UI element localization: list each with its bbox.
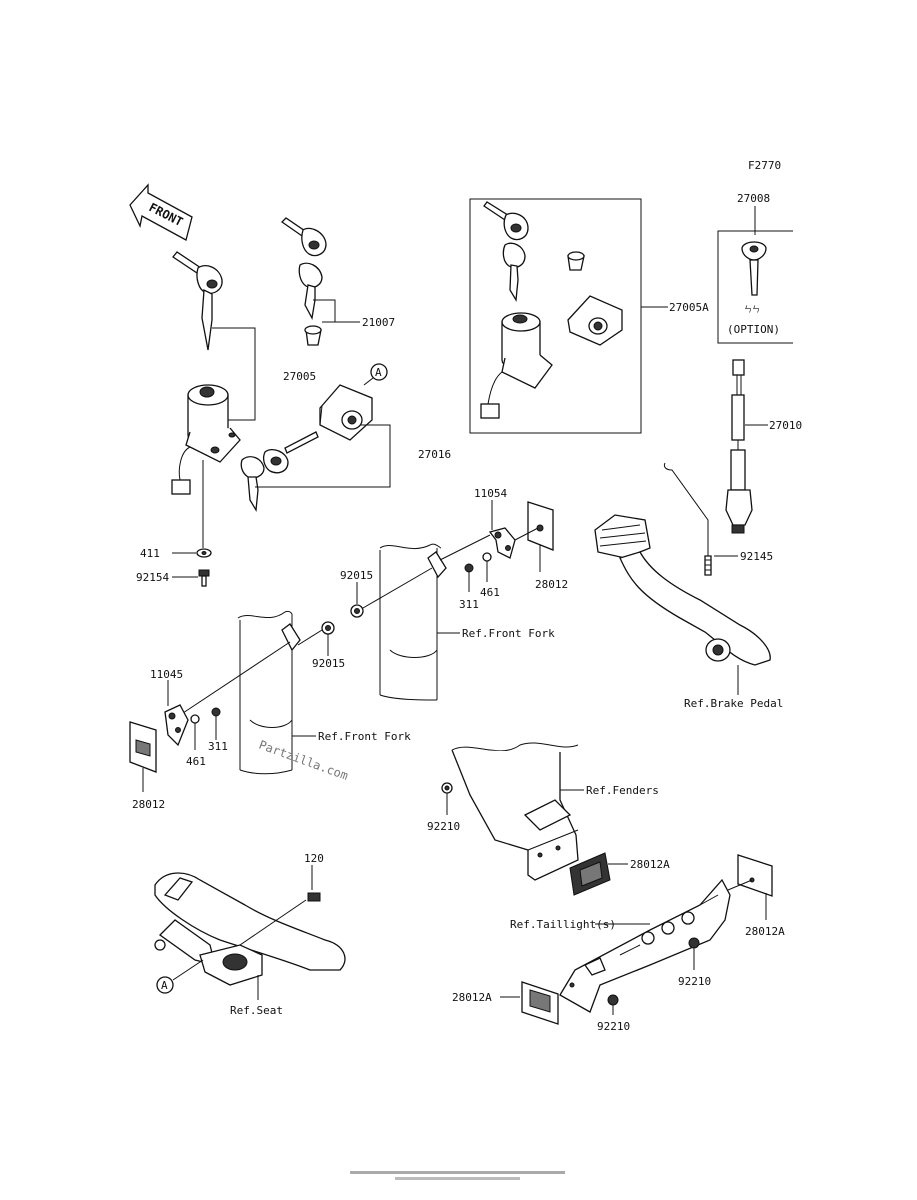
part-27016: 27016 — [418, 448, 451, 461]
stop-switch-icon — [725, 359, 753, 534]
seat-lock-icon — [319, 384, 373, 441]
key-blank-icon — [280, 217, 327, 320]
footer-copyright — [350, 1171, 565, 1180]
kit-cylinder-icon — [567, 251, 585, 271]
part-92145: 92145 — [740, 550, 773, 563]
brake-pedal-icon — [594, 514, 771, 666]
key-icon — [172, 251, 223, 351]
kit-key-icon — [483, 201, 529, 303]
spring-icon — [663, 462, 712, 576]
part-92210-fender: 92210 — [427, 820, 460, 833]
part-92210-lower: 92210 — [597, 1020, 630, 1033]
part-27008: 27008 — [737, 192, 770, 205]
callout-a-label: A — [375, 366, 382, 379]
part-92015-left: 92015 — [312, 657, 345, 670]
part-28012A-lower: 28012A — [452, 991, 492, 1004]
part-120: 120 — [304, 852, 324, 865]
kit-box — [469, 198, 642, 434]
reflector-lower-icon — [521, 981, 559, 1025]
seat-bolt-icon — [307, 892, 321, 902]
callout-a-seat-label: A — [161, 979, 168, 992]
ref-seat: Ref.Seat — [230, 1004, 283, 1017]
seat-key-icon — [240, 431, 319, 513]
reflector-icon — [527, 501, 554, 551]
option-box — [717, 230, 793, 344]
nut-small-icon — [464, 563, 474, 573]
bracket-left-icon — [164, 704, 189, 747]
part-28012-left: 28012 — [132, 798, 165, 811]
fender-bracket-icon — [451, 742, 579, 881]
watermark: Partzilla.com — [257, 738, 350, 783]
part-27010: 27010 — [769, 419, 802, 432]
part-461-left: 461 — [186, 755, 206, 768]
part-92015-right: 92015 — [340, 569, 373, 582]
kit-seat-lock-icon — [567, 295, 623, 346]
part-311-right: 311 — [459, 598, 479, 611]
bolt-icon — [198, 569, 210, 587]
part-28012-right: 28012 — [535, 578, 568, 591]
front-fork-right-icon — [379, 543, 447, 701]
part-92154: 92154 — [136, 571, 169, 584]
callout-a — [370, 363, 388, 381]
lock-cylinder-icon — [304, 325, 322, 346]
washer-left-icon — [321, 621, 335, 635]
reflector-left-icon — [129, 721, 157, 773]
nut-fender-icon — [441, 782, 453, 794]
ref-taillight: Ref.Taillight(s) — [510, 918, 616, 931]
part-27005A: 27005A — [669, 301, 709, 314]
part-461-right: 461 — [480, 586, 500, 599]
ignition-switch-icon — [171, 384, 241, 495]
part-92210-taillight: 92210 — [678, 975, 711, 988]
reflector-fender-icon — [569, 852, 611, 896]
ref-brake-pedal: Ref.Brake Pedal — [684, 697, 783, 710]
part-311-left: 311 — [208, 740, 228, 753]
svg-text:ㄣㄣ: ㄣㄣ — [744, 305, 760, 314]
taillight-bracket-icon — [559, 878, 731, 1013]
part-28012A-right: 28012A — [745, 925, 785, 938]
nut-taillight-icon — [688, 937, 700, 949]
nut-icon — [350, 604, 364, 618]
part-27005: 27005 — [283, 370, 316, 383]
reflector-right-end-icon — [737, 854, 773, 897]
option-label: (OPTION) — [727, 323, 780, 336]
ref-front-fork-left: Ref.Front Fork — [318, 730, 411, 743]
ref-fenders: Ref.Fenders — [586, 784, 659, 797]
figure-code: F2770 — [748, 159, 781, 172]
seat-icon — [154, 872, 346, 986]
part-11045: 11045 — [150, 668, 183, 681]
part-411: 411 — [140, 547, 160, 560]
option-key-icon — [741, 241, 767, 296]
front-arrow-icon: FRONT — [129, 183, 193, 241]
part-28012A-fender: 28012A — [630, 858, 670, 871]
ref-front-fork-right: Ref.Front Fork — [462, 627, 555, 640]
part-21007: 21007 — [362, 316, 395, 329]
nut-lower-icon — [607, 994, 619, 1006]
kit-switch-icon — [480, 312, 553, 419]
bracket-icon — [488, 527, 516, 559]
part-11054: 11054 — [474, 487, 507, 500]
callout-a-seat — [156, 976, 174, 994]
